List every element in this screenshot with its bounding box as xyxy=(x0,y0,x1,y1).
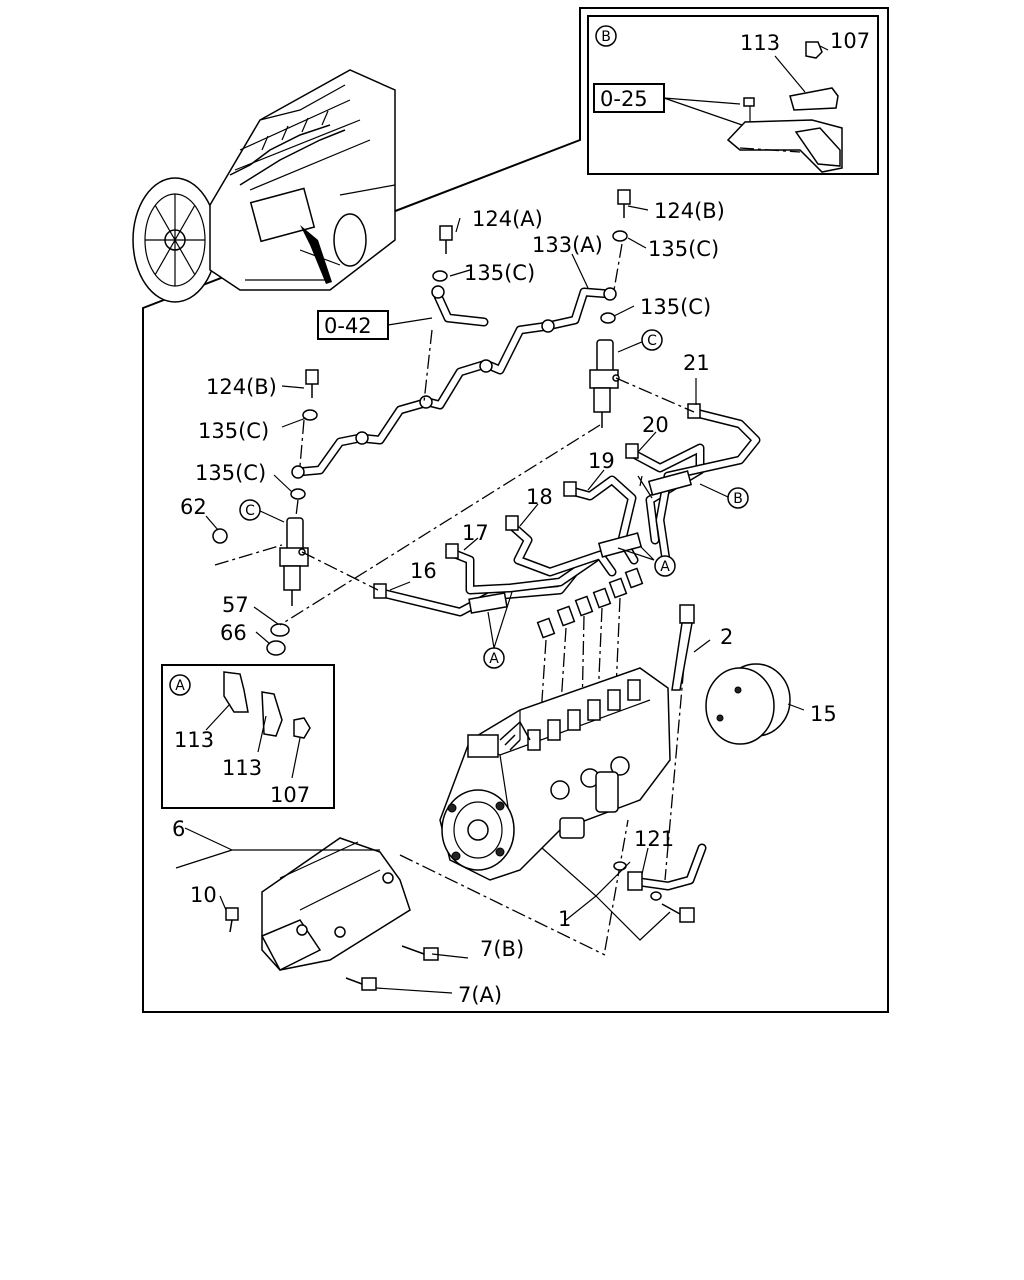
label-66: 66 xyxy=(220,621,247,645)
label-57: 57 xyxy=(222,593,249,617)
pump-long-bolt xyxy=(671,604,695,691)
label-135c-1: 135(C) xyxy=(648,237,719,261)
label-21: 21 xyxy=(683,351,710,375)
injection-pipes xyxy=(373,403,761,639)
svg-text:C: C xyxy=(647,333,657,349)
detail-a-label-113-b: 113 xyxy=(222,756,262,780)
label-1: 1 xyxy=(558,907,571,931)
label-124b-left: 124(B) xyxy=(206,375,277,399)
injection-pump xyxy=(439,667,671,881)
detail-b-ref-box: 0-25 xyxy=(593,83,665,113)
label-16: 16 xyxy=(410,559,437,583)
nut-62 xyxy=(212,528,228,544)
detail-b-label-107: 107 xyxy=(830,29,870,53)
marker-a-lower: A xyxy=(483,647,505,669)
svg-text:B: B xyxy=(733,491,743,507)
svg-text:A: A xyxy=(489,651,499,667)
label-2: 2 xyxy=(720,625,733,649)
injector-upper xyxy=(589,339,620,428)
label-135c-5: 135(C) xyxy=(195,461,266,485)
small-bolts xyxy=(225,861,695,991)
nut-66 xyxy=(266,640,286,656)
engine-overview-illustration xyxy=(132,69,396,303)
callout-labels: 124(A) 124(B) 133(A) 135(C) 135(C) 135(C… xyxy=(172,199,837,1007)
detail-b-inset: B 113 107 0-25 xyxy=(587,15,879,175)
pipe-121 xyxy=(627,843,707,891)
svg-text:A: A xyxy=(660,559,670,575)
leader-lines xyxy=(175,205,805,994)
svg-text:0-25: 0-25 xyxy=(600,87,648,111)
label-17: 17 xyxy=(462,521,489,545)
label-19: 19 xyxy=(588,449,615,473)
injector-lower xyxy=(279,517,309,606)
detail-b-label-113: 113 xyxy=(740,31,780,55)
svg-text:0-42: 0-42 xyxy=(324,314,372,338)
detail-a-label-113-a: 113 xyxy=(174,728,214,752)
label-6: 6 xyxy=(172,817,185,841)
detail-a-label-107: 107 xyxy=(270,783,310,807)
pump-bracket xyxy=(260,837,411,971)
detail-a-marker: A xyxy=(169,674,191,696)
leak-off-pipe xyxy=(291,285,617,479)
label-135c-4: 135(C) xyxy=(198,419,269,443)
label-7b: 7(B) xyxy=(480,937,524,961)
svg-text:A: A xyxy=(175,678,185,694)
label-10: 10 xyxy=(190,883,217,907)
svg-text:C: C xyxy=(245,503,255,519)
ref-box-0-42: 0-42 xyxy=(317,310,389,340)
washer-57 xyxy=(270,623,290,637)
label-20: 20 xyxy=(642,413,669,437)
label-135c-2: 135(C) xyxy=(464,261,535,285)
label-124a: 124(A) xyxy=(472,207,543,231)
main-frame xyxy=(142,7,889,1013)
svg-text:B: B xyxy=(601,29,611,45)
detail-b-marker: B xyxy=(595,25,617,47)
marker-b-clip: B xyxy=(727,487,749,509)
label-135c-3: 135(C) xyxy=(640,295,711,319)
label-121: 121 xyxy=(634,827,674,851)
marker-c-upper: C xyxy=(641,329,663,351)
label-62: 62 xyxy=(180,495,207,519)
eye-bolts-and-washers xyxy=(290,189,631,500)
label-18: 18 xyxy=(526,485,553,509)
detail-a-inset: A 113 113 107 xyxy=(161,664,335,809)
label-133a: 133(A) xyxy=(532,233,603,257)
label-15: 15 xyxy=(810,702,837,726)
label-7a: 7(A) xyxy=(458,983,502,1007)
drive-coupling xyxy=(705,663,791,745)
marker-a-right: A xyxy=(654,555,676,577)
label-124b-top: 124(B) xyxy=(654,199,725,223)
marker-c-left: C xyxy=(239,499,261,521)
